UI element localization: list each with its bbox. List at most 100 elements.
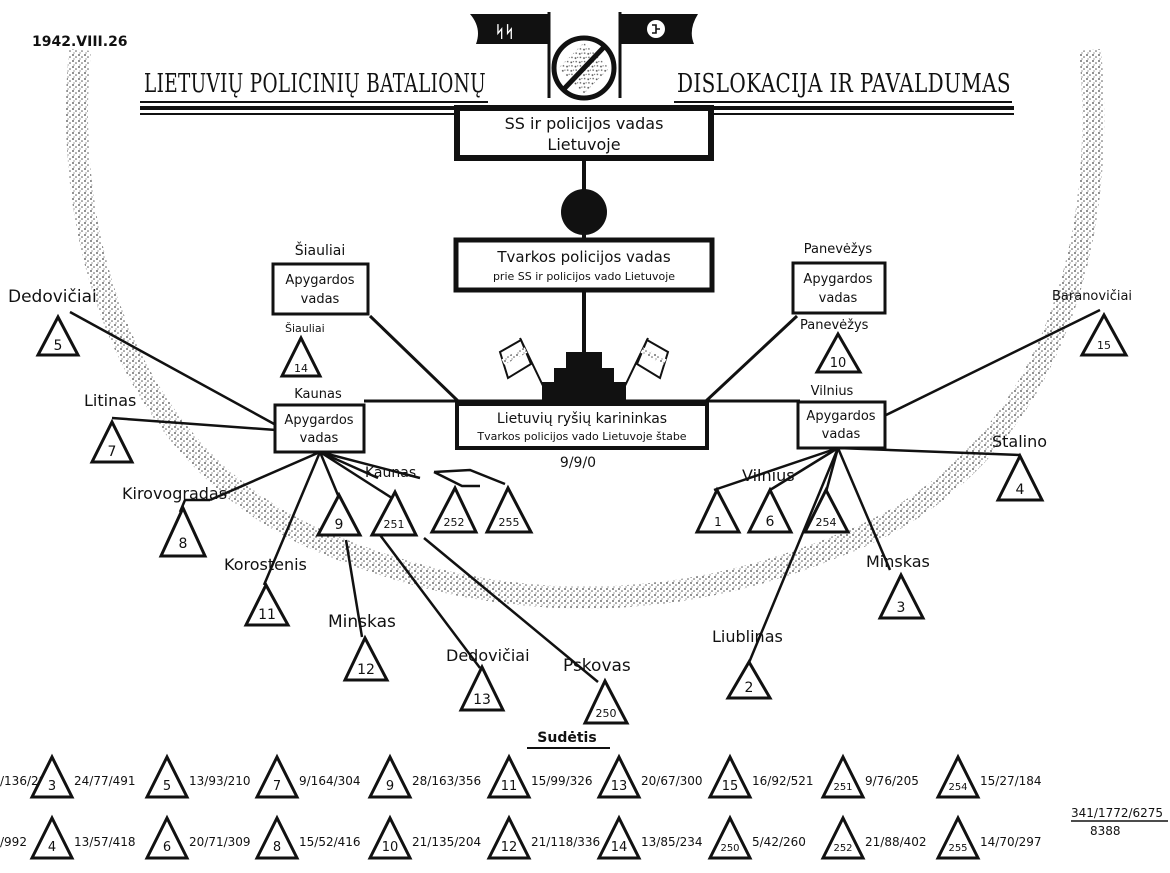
composition-triangle: [486, 753, 532, 799]
lithuanian-flag-left-icon: [498, 337, 546, 391]
battalion-13-label: 13: [473, 692, 491, 708]
order-box-line2: prie SS ir policijos vado Lietuvoje: [493, 270, 675, 283]
battalion-2-label: 2: [745, 680, 754, 696]
battalion-3-label: 3: [897, 600, 906, 616]
battalion-8-marker: [158, 504, 208, 558]
composition-counts: 13/57/418: [74, 835, 136, 849]
battalion-250-marker: [582, 677, 630, 725]
battalion-250-label: 250: [596, 707, 617, 720]
battalion-5-label: 5: [54, 338, 63, 354]
composition-total-top: 341/1772/6275: [1071, 806, 1163, 820]
date: 1942.VIII.26: [32, 34, 128, 50]
battalion-251-marker: [369, 488, 419, 537]
battalion-11-marker: [243, 581, 291, 627]
ss-flag-icon: ᛋᛋ: [470, 12, 551, 98]
city-pskovas: Pskovas: [563, 656, 631, 676]
composition-counts: 28/163/356: [412, 774, 481, 788]
city-dedoviciai-left: Dedovičiai: [8, 287, 97, 307]
city-panevezys: Panevėžys: [804, 242, 873, 257]
district-box-panevezys: Panevėžys Apygardos vadas: [791, 242, 887, 315]
svg-text:Apygardos: Apygardos: [803, 272, 872, 287]
battalion-2-marker: [725, 659, 773, 700]
battalion-5-marker: [35, 313, 81, 357]
composition-battalion-number: 250: [720, 843, 739, 854]
battalion-252-label: 252: [444, 516, 465, 529]
composition-counts: 13/93/210: [189, 774, 251, 788]
composition-battalion-number: 10: [382, 840, 399, 855]
composition-counts: 16/92/521: [752, 774, 814, 788]
battalion-15-label: 15: [1097, 339, 1111, 352]
battalion-1-label: 1: [714, 515, 722, 529]
battalion-triangles: [35, 311, 1129, 725]
city-korostenis: Korostenis: [224, 555, 307, 574]
battalion-14-marker: [279, 334, 323, 378]
composition-triangle: [707, 753, 753, 799]
composition-triangle: [144, 753, 190, 799]
city-minskas-left: Minskas: [328, 612, 396, 632]
svg-text:vadas: vadas: [819, 291, 858, 306]
composition-battalion-number: 255: [948, 843, 967, 854]
svg-text:vadas: vadas: [301, 292, 340, 307]
svg-text:vadas: vadas: [822, 427, 861, 442]
battalion-9-label: 9: [335, 517, 344, 533]
top-box-line2: Lietuvoje: [547, 135, 620, 154]
district-box-vilnius: Vilnius Apygardos vadas: [796, 384, 887, 450]
battalion-255-marker: [484, 484, 534, 534]
composition-item: 9 28/163/356: [367, 753, 481, 799]
composition-counts: 24/77/491: [74, 774, 136, 788]
composition-battalion-number: 8: [273, 840, 281, 855]
composition-item: 13 20/67/300: [596, 753, 703, 799]
composition-battalion-number: 11: [501, 779, 518, 794]
battalion-7-label: 7: [108, 444, 117, 460]
composition-counts: 15/99/326: [531, 774, 593, 788]
liaison-officer-box: Lietuvių ryšių karininkas Tvarkos polici…: [455, 402, 709, 450]
battalion-13-marker: [458, 663, 506, 712]
center-box-line2: Tvarkos policijos vado Lietuvoje štabe: [476, 430, 686, 443]
composition-counts: 20/67/300: [641, 774, 703, 788]
battalion-14-label: 14: [294, 362, 308, 375]
composition-triangle: [254, 753, 300, 799]
composition-battalion-number: 254: [948, 782, 967, 793]
battalion-4-marker: [995, 452, 1045, 502]
battalion-6-label: 6: [766, 514, 775, 530]
composition-battalion-number: 14: [611, 840, 628, 855]
composition-battalion-number: 5: [163, 779, 171, 794]
battalion-255-label: 255: [499, 516, 520, 529]
composition-counts: 9/164/304: [299, 774, 361, 788]
city-kaunas: Kaunas: [294, 387, 342, 402]
ss-police-leader-box: SS ir policijos vadas Lietuvoje: [454, 105, 714, 161]
battalion-251-label: 251: [384, 518, 405, 531]
composition-triangle: [820, 814, 866, 860]
city-kaunas-small: Kaunas: [365, 465, 416, 481]
composition-battalion-number: 6: [163, 840, 171, 855]
composition-battalion-number: 251: [833, 782, 852, 793]
battalion-numbers: 5 7 8 11 12 14 9 251 252 255 13 250 10 1…: [54, 338, 1111, 720]
composition-counts: 15/52/416: [299, 835, 361, 849]
city-labels: Dedovičiai Litinas Kirovogradas Korosten…: [8, 287, 1132, 676]
battalion-1-marker: [694, 486, 742, 534]
svg-text:Apygardos: Apygardos: [284, 413, 353, 428]
order-box-line1: Tvarkos policijos vadas: [496, 248, 670, 266]
composition-item: 7 9/164/304: [254, 753, 361, 799]
composition-battalion-number: 13: [611, 779, 628, 794]
lithuanian-flag-right-icon: [622, 337, 670, 391]
title-right: DISLOKACIJA IR PAVALDUMAS: [677, 69, 1011, 99]
battalion-252-marker: [429, 484, 479, 534]
composition-battalion-number: 9: [386, 779, 394, 794]
city-minskas-right: Minskas: [866, 552, 930, 571]
battalion-12-marker: [342, 634, 390, 682]
svg-text:Apygardos: Apygardos: [806, 409, 875, 424]
composition-triangle: [596, 753, 642, 799]
composition-battalion-number: 15: [722, 779, 739, 794]
composition-battalion-number: 3: [48, 779, 56, 794]
city-vilnius-small: Vilnius: [742, 466, 795, 485]
composition-battalion-number: 7: [273, 779, 281, 794]
city-siauliai-small: Šiauliai: [285, 322, 325, 335]
composition-counts: 9/76/205: [865, 774, 919, 788]
